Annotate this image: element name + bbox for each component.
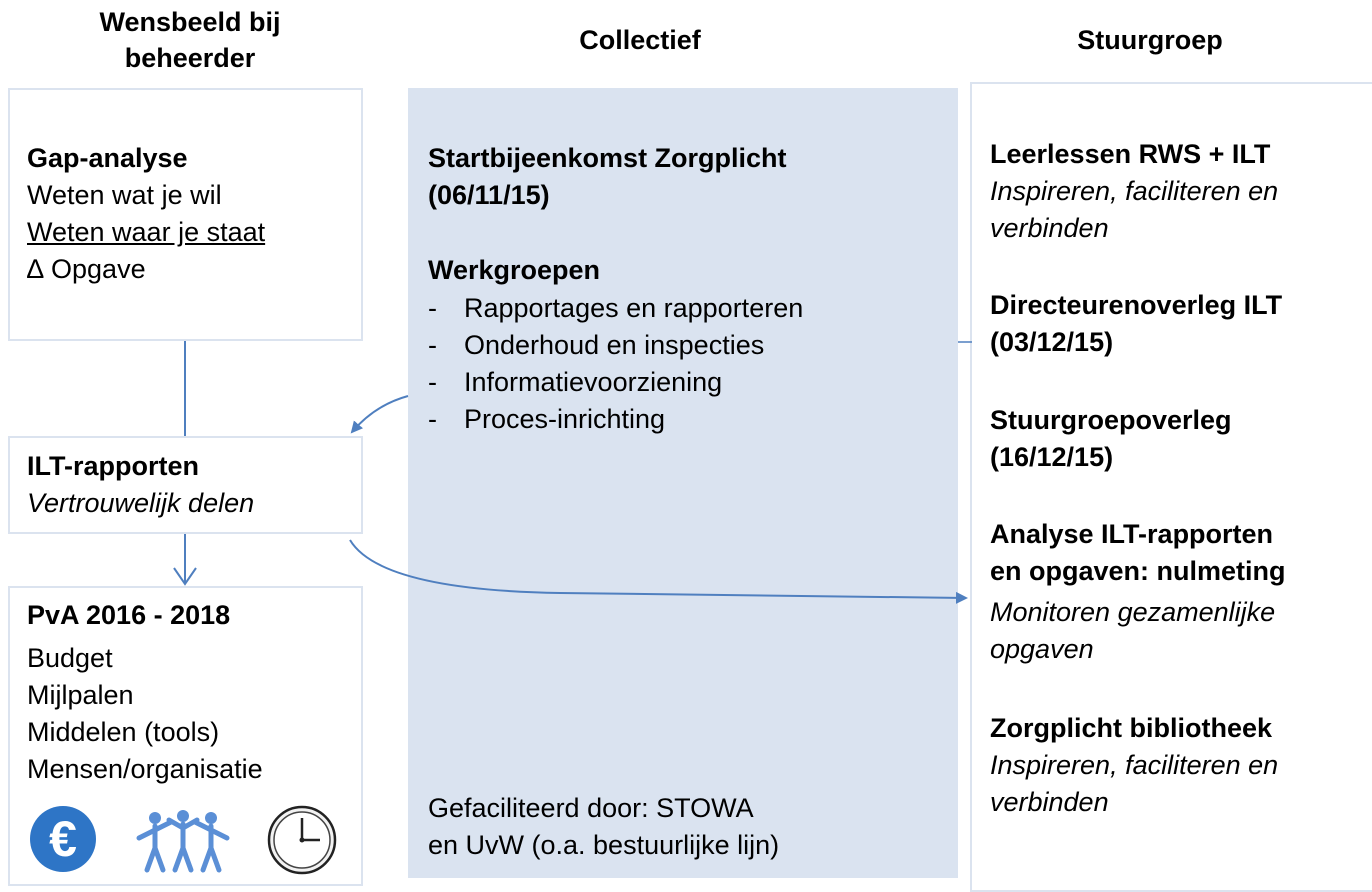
analyse-sub: Monitoren gezamenlijke (990, 597, 1276, 627)
pva-item: Mijlpalen (27, 680, 134, 710)
bibliotheek-title: Zorgplicht bibliotheek (990, 713, 1272, 743)
stuurgroepoverleg-title: Stuurgroepoverleg (990, 405, 1232, 435)
leerlessen-title: Leerlessen RWS + ILT (990, 139, 1271, 169)
list-item-label: Rapportages en rapporteren (464, 293, 804, 323)
column-header-left-text: Wensbeeld bij beheerder (99, 7, 281, 74)
column-header-middle: Collectief (579, 25, 701, 55)
pva-item: Mensen/organisatie (27, 754, 263, 784)
list-item: -Onderhoud en inspecties (428, 327, 803, 364)
list-item-label: Onderhoud en inspecties (464, 330, 765, 360)
list-dash: - (428, 404, 437, 434)
analyse-title: Analyse ILT-rapporten (990, 519, 1274, 549)
werkgroepen-title: Werkgroepen (428, 255, 601, 285)
clock-icon (267, 805, 337, 875)
pva-item: Middelen (tools) (27, 717, 220, 747)
footer-line-1: Gefaciliteerd door: STOWA (428, 793, 754, 823)
startbijeenkomst-date: (06/11/15) (428, 180, 550, 210)
ilt-to-analyse-arrow (349, 539, 968, 604)
leerlessen-sub: Inspireren, faciliteren en (990, 176, 1279, 206)
list-item: -Proces-inrichting (428, 401, 803, 438)
pva-title: PvA 2016 - 2018 (27, 600, 231, 630)
leerlessen-sub: verbinden (990, 213, 1109, 243)
people-icon (136, 810, 230, 873)
gap-line-3: ∆ Opgave (27, 254, 146, 284)
ilt-rapporten-box (8, 436, 363, 534)
stuurgroepoverleg-date: (16/12/15) (990, 442, 1114, 472)
pva-item: Budget (27, 643, 113, 673)
list-item: -Rapportages en rapporteren (428, 290, 803, 327)
ilt-title: ILT-rapporten (27, 451, 199, 481)
ilt-to-pva-arrow (173, 534, 197, 586)
list-item-label: Proces-inrichting (464, 404, 666, 434)
gap-line-2: Weten waar je staat (27, 217, 266, 247)
column-header-right: Stuurgroep (1077, 25, 1223, 55)
list-dash: - (428, 330, 437, 360)
euro-symbol: € (49, 811, 77, 867)
gap-line-1: Weten wat je wil (27, 180, 222, 210)
gap-analyse-box (8, 88, 363, 341)
directeurenoverleg-date: (03/12/15) (990, 327, 1114, 357)
list-item-label: Informatievoorziening (464, 367, 723, 397)
footer-line-2: en UvW (o.a. bestuurlijke lijn) (428, 830, 780, 860)
stuurgroep-box (970, 82, 1372, 892)
startbijeenkomst-title: Startbijeenkomst Zorgplicht (428, 143, 787, 173)
collectief-band (408, 88, 958, 878)
werkgroepen-list: -Rapportages en rapporteren -Onderhoud e… (428, 290, 803, 438)
list-item: -Informatievoorziening (428, 364, 803, 401)
bibliotheek-sub: verbinden (990, 787, 1109, 817)
analyse-sub: opgaven (990, 634, 1094, 664)
bibliotheek-sub: Inspireren, faciliteren en (990, 750, 1279, 780)
euro-icon: € (30, 806, 96, 872)
ilt-subtitle: Vertrouwelijk delen (27, 488, 255, 518)
gap-analyse-title: Gap-analyse (27, 143, 188, 173)
werkgroepen-to-ilt-arrow (350, 395, 409, 434)
directeurenoverleg-title: Directeurenoverleg ILT (990, 290, 1283, 320)
analyse-title: en opgaven: nulmeting (990, 556, 1286, 586)
column-header-left: Wensbeeld bij beheerder (40, 4, 340, 77)
list-dash: - (428, 293, 437, 323)
list-dash: - (428, 367, 437, 397)
